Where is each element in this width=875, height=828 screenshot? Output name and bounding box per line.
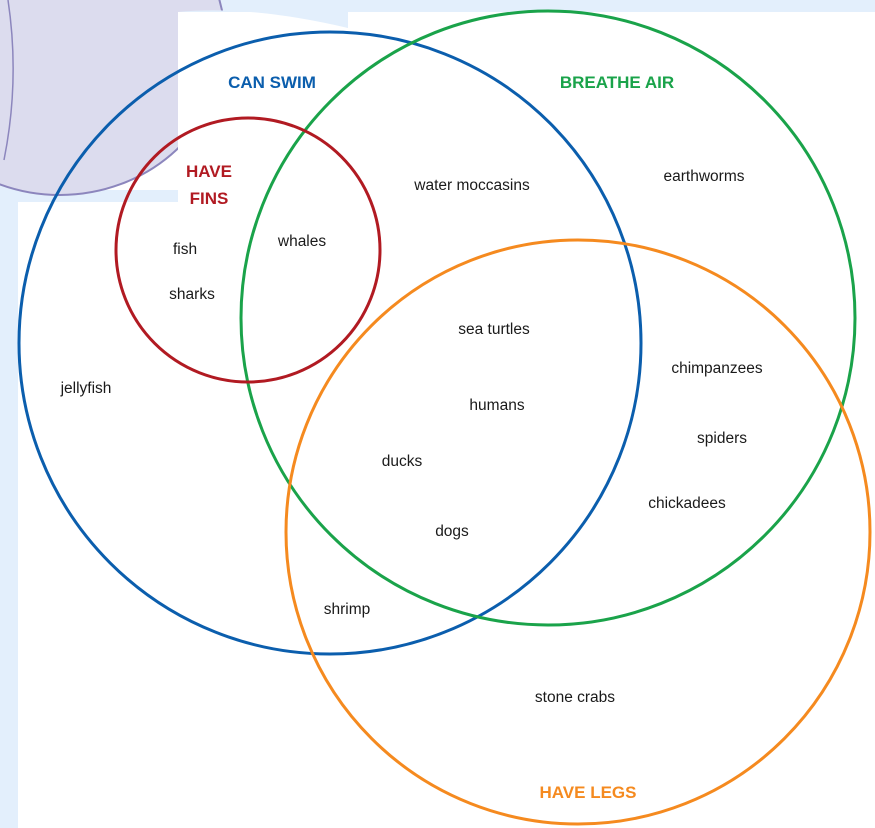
can-swim-circle: [17, 30, 643, 656]
member-dogs: dogs: [435, 523, 469, 540]
breathe-air-label: BREATHE AIR: [560, 73, 674, 92]
have-legs-circle: [284, 238, 872, 826]
have-fins-circle: [114, 116, 382, 384]
member-humans: humans: [469, 397, 524, 414]
have-fins-label-line2: FINS: [190, 189, 229, 208]
member-shrimp: shrimp: [324, 601, 371, 618]
member-fish: fish: [173, 241, 197, 258]
member-sharks: sharks: [169, 286, 215, 303]
member-water-moccasins: water moccasins: [413, 177, 530, 194]
have-legs-label: HAVE LEGS: [540, 783, 637, 802]
member-chickadees: chickadees: [648, 495, 726, 512]
member-ducks: ducks: [382, 453, 423, 470]
have-fins-label-line1: HAVE: [186, 162, 232, 181]
backdrop-disc-cutoff: [178, 12, 875, 202]
backdrop-disc-cutoff-2: [18, 202, 875, 828]
member-stone-crabs: stone crabs: [535, 689, 615, 706]
member-sea-turtles: sea turtles: [458, 321, 530, 338]
backdrop-panel-top: [178, 0, 875, 12]
backdrop-panel-left: [0, 160, 18, 828]
can-swim-label: CAN SWIM: [228, 73, 316, 92]
backdrop-disc-inner-line: [3, 0, 14, 161]
member-spiders: spiders: [697, 430, 747, 447]
member-earthworms: earthworms: [664, 168, 745, 185]
member-chimpanzees: chimpanzees: [671, 360, 763, 377]
backdrop-disc-edge-bite: [178, 10, 348, 28]
member-jellyfish: jellyfish: [60, 380, 112, 397]
member-whales: whales: [277, 233, 326, 250]
breathe-air-circle: [239, 9, 857, 627]
